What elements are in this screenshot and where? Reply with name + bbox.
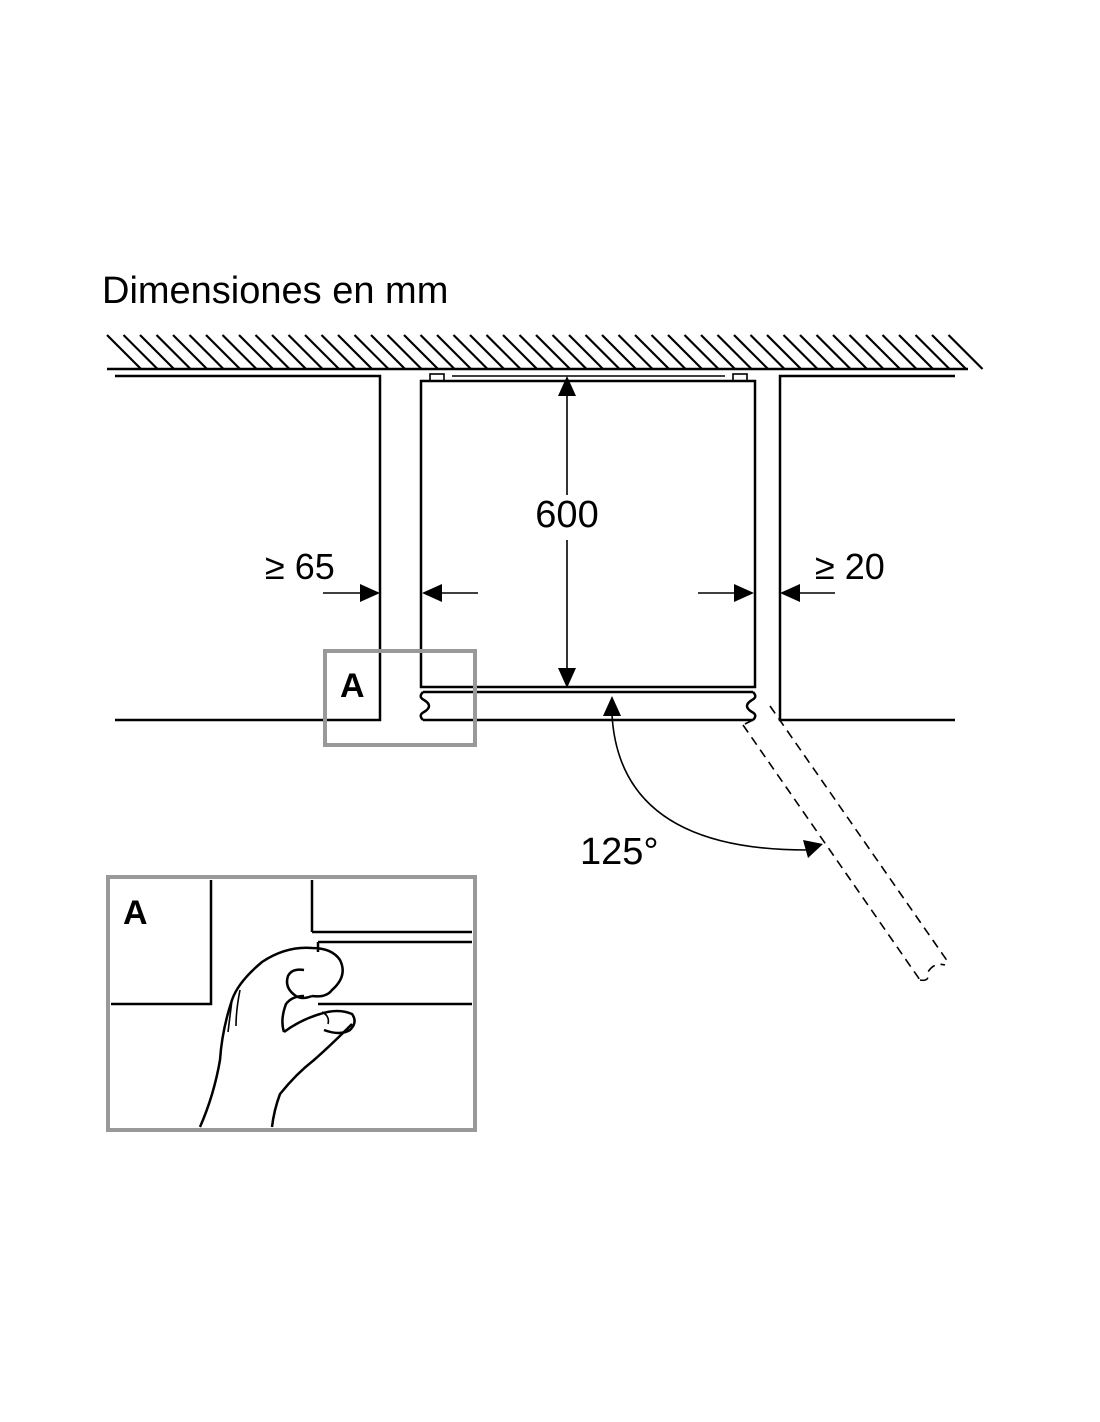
arrow-down-icon <box>558 668 576 688</box>
depth-dimension: 600 <box>535 376 599 688</box>
hatch-line <box>782 334 819 370</box>
hatch-line <box>766 334 802 370</box>
hatch-line <box>650 334 687 370</box>
hatch-line <box>551 334 588 370</box>
arrow-up-icon <box>558 376 576 396</box>
hatch-line <box>139 334 175 370</box>
hatch-line <box>601 334 637 370</box>
hatch-line <box>337 334 373 370</box>
hand-icon <box>198 946 356 1128</box>
appliance-door <box>419 690 757 722</box>
arrow-left-icon <box>422 584 442 602</box>
hatch-line <box>419 334 456 370</box>
hatch-line <box>931 334 967 370</box>
hatch-line <box>403 334 439 370</box>
hatch-line <box>683 334 720 370</box>
arrow-left-icon <box>780 584 800 602</box>
hatch-line <box>815 334 852 370</box>
hatch-line <box>799 334 835 370</box>
hatch-line <box>106 334 142 370</box>
right-gap-dimension: ≥ 20 <box>698 546 885 602</box>
hatch-line <box>122 334 159 370</box>
hatch-line <box>172 334 208 370</box>
hatch-line <box>832 334 868 370</box>
arrow-right-icon <box>734 584 754 602</box>
hatch-line <box>238 334 274 370</box>
hatch-line <box>584 334 621 370</box>
left-gap-label: ≥ 65 <box>265 546 335 587</box>
hatch-line <box>749 334 786 370</box>
right-gap-label: ≥ 20 <box>815 546 885 587</box>
detail-inset: A <box>106 875 477 1132</box>
hatch-line <box>848 334 885 370</box>
door-angle-dimension: 125° <box>580 696 823 873</box>
hatch-line <box>634 334 670 370</box>
hatch-line <box>502 334 538 370</box>
hatch-line <box>485 334 522 370</box>
detail-marker-label: A <box>340 667 365 705</box>
right-cabinet <box>778 374 955 722</box>
arrow-right-icon <box>360 584 380 602</box>
depth-label: 600 <box>535 494 598 536</box>
hatch-line <box>898 334 934 370</box>
hatch-line <box>947 334 984 370</box>
hatch-line <box>881 334 918 370</box>
arrow-right-icon <box>803 840 823 858</box>
hatch-line <box>205 334 241 370</box>
appliance-body <box>419 373 757 689</box>
door-open-position <box>742 705 949 982</box>
hatch-line <box>716 334 753 370</box>
hatch-line <box>304 334 340 370</box>
hatch-line <box>221 334 258 370</box>
hatch-line <box>271 334 307 370</box>
left-gap-dimension: ≥ 65 <box>265 546 478 602</box>
detail-inset-label: A <box>123 894 148 932</box>
hatch-line <box>667 334 703 370</box>
hatch-line <box>469 334 505 370</box>
hatch-line <box>287 334 324 370</box>
hatch-line <box>353 334 390 370</box>
arrow-up-icon <box>603 696 621 716</box>
hatch-line <box>865 334 901 370</box>
hatch-line <box>155 334 192 370</box>
hatch-line <box>254 334 291 370</box>
wall-hatching <box>106 334 984 370</box>
left-cabinet <box>115 374 382 722</box>
hatch-line <box>700 334 736 370</box>
diagram-title: Dimensiones en mm <box>102 270 448 312</box>
hatch-line <box>617 334 654 370</box>
hatch-line <box>386 334 423 370</box>
detail-marker: A <box>323 649 477 747</box>
hatch-line <box>914 334 951 370</box>
hatch-line <box>370 334 406 370</box>
wall <box>106 334 984 371</box>
hatch-line <box>535 334 571 370</box>
hatch-line <box>320 334 357 370</box>
hatch-line <box>188 334 225 370</box>
hatch-line <box>518 334 555 370</box>
angle-label: 125° <box>580 831 659 873</box>
hatch-line <box>452 334 489 370</box>
hatch-line <box>568 334 604 370</box>
hatch-line <box>436 334 472 370</box>
hatch-line <box>733 334 769 370</box>
